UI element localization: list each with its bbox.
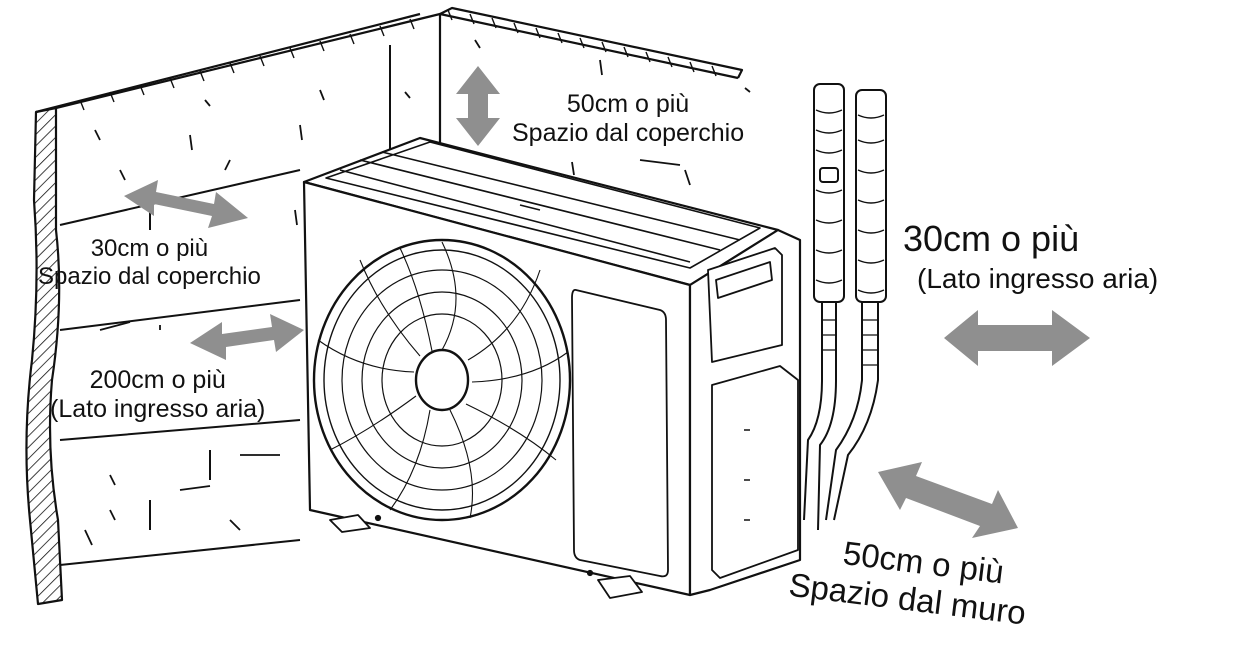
wall-top-hatch-left: [79, 18, 415, 111]
refrigerant-pipes: [803, 83, 887, 531]
pipe-sleeve-right: [855, 89, 887, 303]
label-left-upper-description: Spazio dal coperchio: [38, 262, 261, 290]
arrow-left-upper: [124, 180, 248, 228]
label-left-lower-distance: 200cm o più: [89, 366, 226, 394]
arrow-right-horizontal: [944, 310, 1090, 366]
label-top-distance: 50cm o più: [566, 90, 690, 118]
arrow-bottom-diagonal: [878, 462, 1018, 538]
label-left-upper-distance: 30cm o più: [90, 235, 209, 262]
wall-top-hatch: [447, 9, 717, 77]
wall-top-thickness: [35, 6, 744, 114]
wall-hatch: [25, 106, 64, 606]
arrows: [124, 66, 1090, 538]
label-top-description: Spazio dal coperchio: [512, 118, 745, 147]
label-left-upper-clearance: 30cm o più Spazio dal coperchio: [38, 235, 261, 290]
label-right-description: (Lato ingresso aria): [917, 263, 1159, 295]
label-top-clearance: 50cm o più Spazio dal coperchio: [512, 90, 744, 148]
fan-grille: [312, 238, 572, 522]
label-right-clearance: 30cm o più (Lato ingresso aria): [903, 218, 1158, 296]
arrow-left-lower: [190, 314, 304, 360]
wall-marks: [84, 39, 751, 546]
arrow-top-vertical: [456, 66, 500, 146]
outdoor-unit: [302, 136, 802, 599]
label-right-distance: 30cm o più: [903, 218, 1080, 259]
label-left-lower-description: (Lato ingresso aria): [50, 394, 266, 423]
label-left-lower-clearance: 200cm o più (Lato ingresso aria): [50, 366, 265, 424]
